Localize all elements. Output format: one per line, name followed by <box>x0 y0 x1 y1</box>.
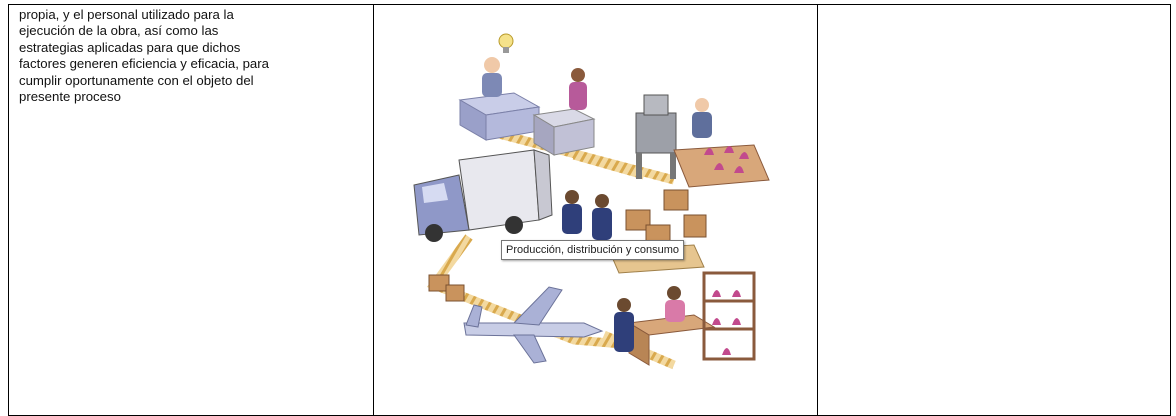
truck-icon <box>413 149 553 242</box>
paragraph-line: estrategias aplicadas para que dichos <box>19 39 241 55</box>
airplane-icon <box>463 286 604 364</box>
illustration-svg <box>413 33 770 370</box>
document-table: propia, y el personal utilizado para la … <box>8 4 1171 416</box>
paragraph-line: presente proceso <box>19 89 121 105</box>
lightbulb-icon <box>498 33 514 53</box>
illustration-production-distribution: Producción, distribución y consumo <box>374 5 817 415</box>
paragraph-line: propia, y el personal utilizado para la <box>19 7 234 22</box>
paragraph-line: cumplir oportunamente con el objeto del <box>19 72 254 88</box>
booth <box>532 68 596 156</box>
body-paragraph: propia, y el personal utilizado para la … <box>9 5 373 105</box>
table-row: propia, y el personal utilizado para la … <box>8 4 1171 416</box>
paragraph-line: factores generen eficiencia y eficacia, … <box>19 56 269 72</box>
shop-counter <box>614 271 756 366</box>
text-cell: propia, y el personal utilizado para la … <box>8 4 374 416</box>
office-desk <box>458 57 541 141</box>
image-cell: Producción, distribución y consumo <box>373 4 818 416</box>
image-tooltip: Producción, distribución y consumo <box>501 240 685 260</box>
paragraph-line: ejecución de la obra, así como las <box>19 23 219 39</box>
iron-icon <box>704 146 749 173</box>
factory-machine <box>635 94 712 179</box>
production-table <box>673 144 770 188</box>
empty-cell <box>817 4 1171 416</box>
